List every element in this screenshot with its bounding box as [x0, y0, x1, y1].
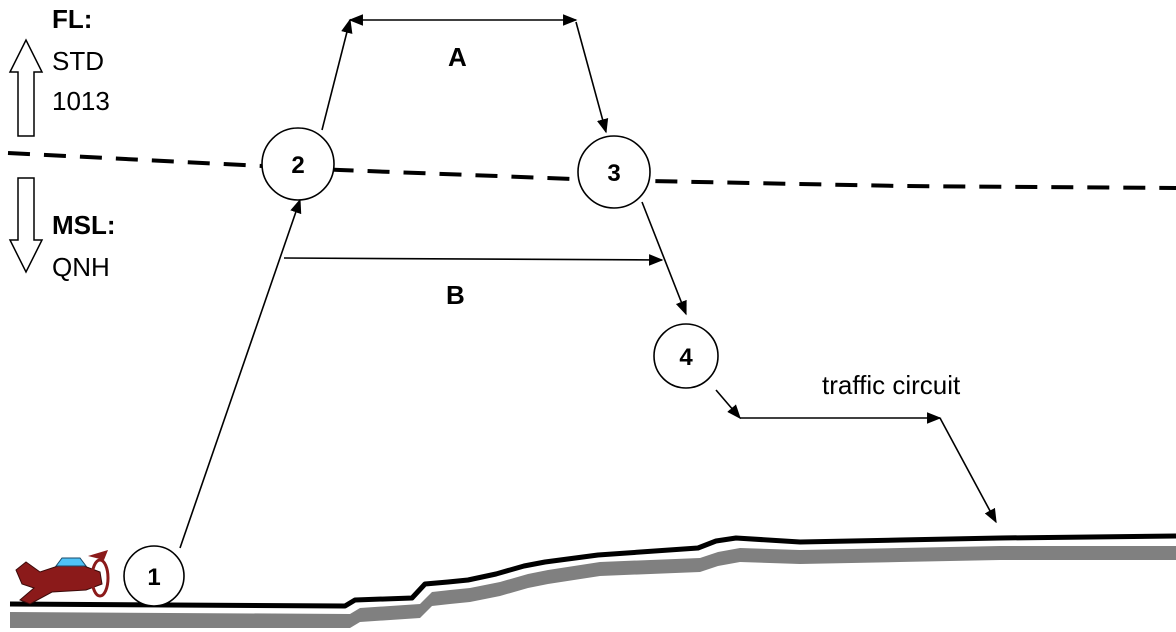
waypoint-3-label: 3: [607, 160, 620, 187]
waypoint-4-label: 4: [679, 344, 693, 371]
msl-qnh-text: QNH: [52, 252, 110, 282]
descent-4-to-circuit: [715, 389, 741, 420]
fl-label: FL:: [52, 4, 93, 34]
fl-std-text: STD: [52, 46, 104, 76]
climb-path-2-to-a: [321, 18, 353, 131]
ground-shadow: [10, 546, 1176, 628]
waypoint-3: 3: [577, 135, 651, 209]
waypoint-4: 4: [653, 323, 719, 389]
route-b-label: B: [446, 280, 465, 310]
msl-label: MSL:: [52, 210, 116, 240]
route-b-arrow: [283, 254, 664, 266]
aircraft-icon: [15, 550, 110, 605]
up-arrow-icon: [8, 38, 44, 137]
waypoint-2-label: 2: [291, 152, 304, 179]
descent-a-to-3: [575, 21, 609, 134]
ground-line: [9, 533, 1176, 609]
down-arrow-icon: [8, 177, 44, 274]
descent-3-to-4: [641, 201, 687, 316]
traffic-circuit-label: traffic circuit: [822, 370, 961, 400]
final-approach-arrow: [939, 417, 997, 524]
waypoint-1: 1: [123, 545, 185, 607]
route-a-label: A: [448, 42, 467, 72]
fl-1013-text: 1013: [52, 86, 110, 116]
waypoint-2: 2: [261, 127, 335, 201]
climb-path-1-to-2: [179, 198, 302, 549]
waypoint-1-label: 1: [147, 564, 160, 591]
